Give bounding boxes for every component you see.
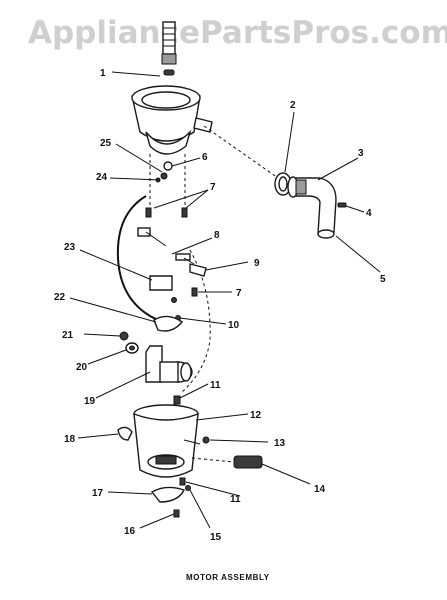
callout-4: 4 [366, 208, 372, 219]
diagram-caption: MOTOR ASSEMBLY [186, 573, 270, 582]
motor-housing-part [133, 404, 201, 478]
callout-2: 2 [290, 100, 296, 111]
callout-1: 1 [100, 68, 106, 79]
callout-5: 5 [380, 274, 386, 285]
callout-16: 16 [124, 526, 136, 537]
capacitor-part [145, 345, 193, 383]
washer-part [160, 172, 168, 180]
callout-19: 19 [84, 396, 96, 407]
callout-23: 23 [64, 242, 76, 253]
capacitor-strap-part [153, 315, 184, 332]
pump-housing-part [131, 85, 213, 155]
screw-15-part [185, 485, 191, 491]
screw-upper-right [181, 207, 188, 218]
screw-11-lower [179, 477, 186, 486]
callout-9: 9 [254, 258, 260, 269]
callout-10: 10 [228, 320, 240, 331]
callout-8: 8 [214, 230, 220, 241]
drive-shaft-part [161, 21, 177, 76]
hose-screw-part [337, 202, 347, 208]
leader-lines [69, 71, 381, 529]
callout-11-lower: 11 [230, 494, 241, 505]
screw-lower [191, 287, 198, 297]
callout-12: 12 [250, 410, 262, 421]
callout-6: 6 [202, 152, 208, 163]
callout-24: 24 [96, 172, 108, 183]
callout-21: 21 [62, 330, 74, 341]
screw-upper-left [145, 207, 152, 218]
hose-alignment-line [203, 125, 279, 179]
callout-11-upper: 11 [210, 380, 221, 391]
callout-22: 22 [54, 292, 66, 303]
callout-18: 18 [64, 434, 76, 445]
switch-bracket-part [149, 275, 173, 291]
screw-16-part [173, 509, 180, 518]
clip-part [189, 263, 207, 277]
fastener-part [171, 297, 177, 303]
watermark-text: AppliancePartsPros.com [28, 15, 447, 51]
callout-3: 3 [358, 148, 364, 159]
base-plate-part [150, 486, 185, 503]
nut-part [119, 331, 129, 341]
callout-15: 15 [210, 532, 222, 543]
grommet-part [163, 161, 173, 171]
callout-20: 20 [76, 362, 88, 373]
retaining-clip-part [117, 426, 133, 441]
callout-14: 14 [314, 484, 326, 495]
callout-7-lower: 7 [236, 288, 242, 299]
callout-13: 13 [274, 438, 286, 449]
callout-7-upper: 7 [210, 182, 216, 193]
callout-25: 25 [100, 138, 112, 149]
overload-protector-part [191, 455, 263, 469]
drain-hose-part [287, 176, 337, 239]
terminal-bracket-part [137, 227, 195, 265]
callout-17: 17 [92, 488, 104, 499]
screw-13-part [202, 436, 210, 444]
screw-11-upper [173, 395, 181, 405]
